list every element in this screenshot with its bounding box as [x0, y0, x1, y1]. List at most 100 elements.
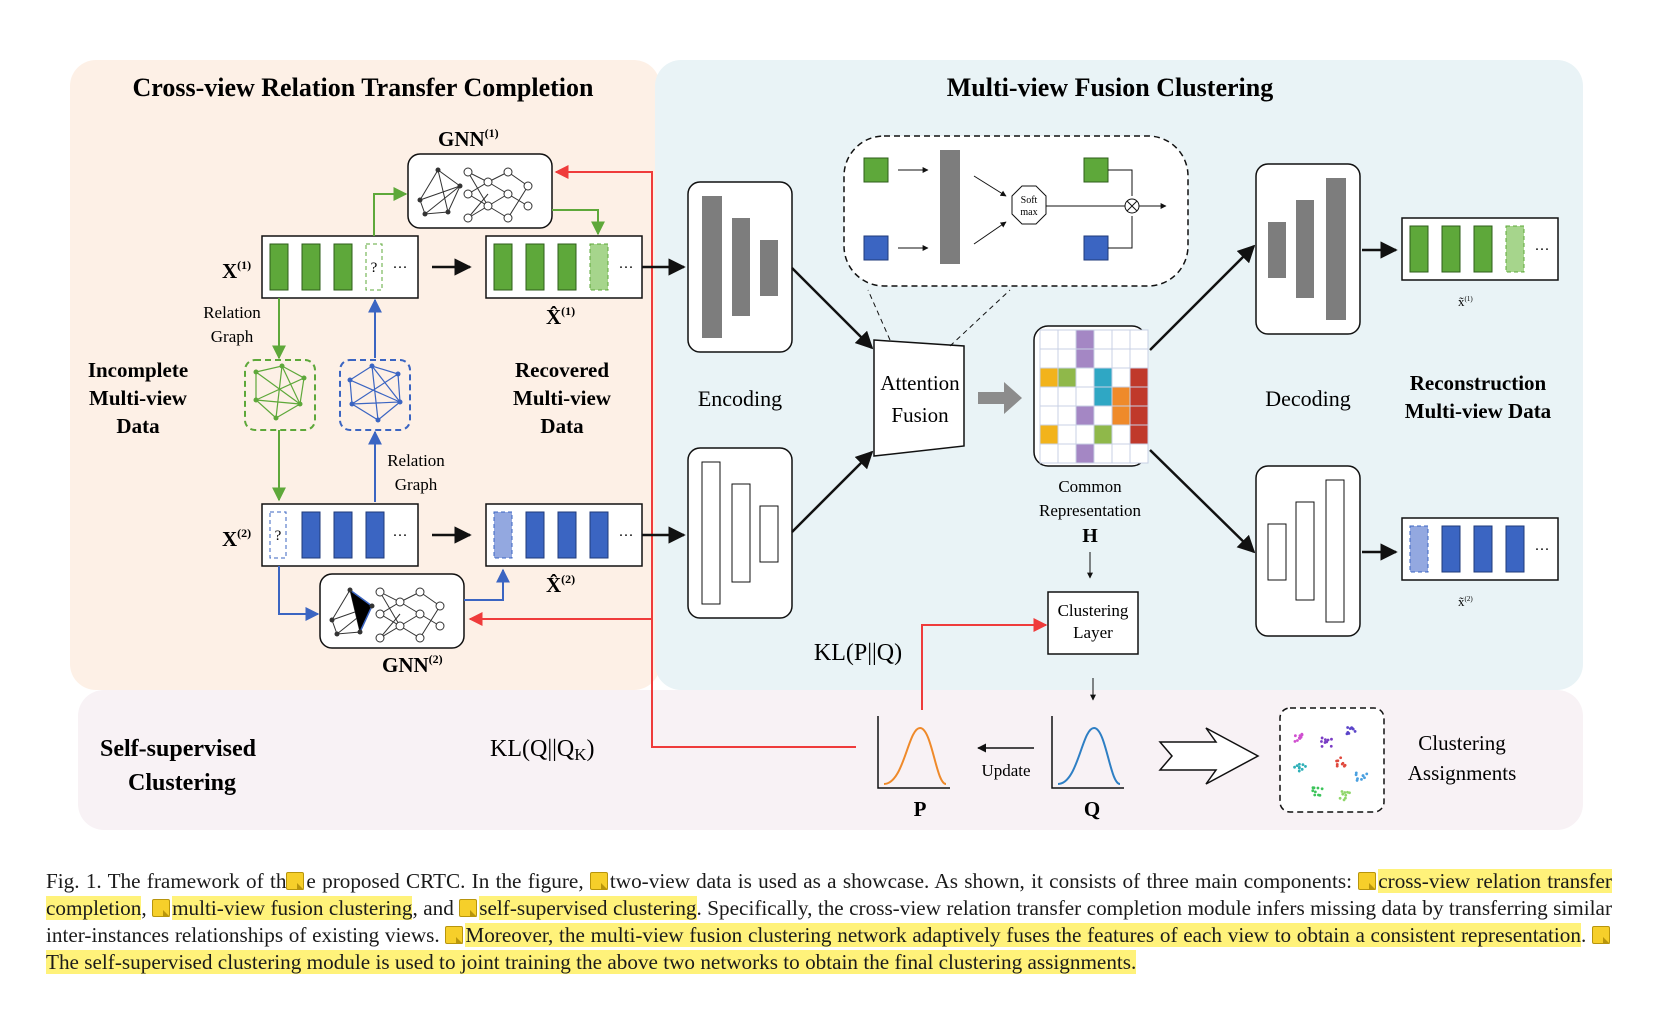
- representation-cell: [1039, 386, 1059, 407]
- representation-cell: [1129, 405, 1149, 426]
- sticky-note-icon[interactable]: [1358, 872, 1377, 890]
- representation-cell: [1039, 348, 1059, 369]
- representation-cell: [1093, 329, 1113, 350]
- scatter-point: [1330, 737, 1333, 741]
- h-to-decoder2: [1149, 449, 1256, 554]
- x2-recovered-label: X̂(2): [546, 572, 575, 597]
- x1-recovered-label: X̂(1): [546, 304, 575, 329]
- enc1-to-attention: [791, 267, 874, 350]
- gnn1-block: [407, 153, 553, 229]
- scatter-point: [1341, 792, 1345, 796]
- caption-part-3: two-view data is used as a showcase. As …: [609, 869, 1359, 893]
- caption-part-5: , and: [412, 896, 460, 920]
- update-label: Update: [981, 761, 1030, 780]
- common-representation-symbol: H: [1082, 525, 1098, 547]
- sticky-note-icon[interactable]: [1592, 926, 1610, 944]
- representation-cell: [1111, 405, 1131, 426]
- q-label: Q: [1084, 797, 1100, 821]
- representation-cell: [1093, 348, 1113, 369]
- enc2-to-attention: [791, 450, 874, 533]
- scatter-point: [1342, 798, 1346, 802]
- sticky-note-icon[interactable]: [589, 872, 608, 890]
- representation-cell: [1111, 329, 1131, 350]
- gnn1-label: GNN(1): [438, 126, 499, 151]
- representation-cell: [1129, 443, 1149, 464]
- scatter-point: [1335, 764, 1339, 768]
- sticky-note-icon[interactable]: [445, 926, 464, 944]
- scatter-point: [1360, 777, 1363, 781]
- scatter-point: [1316, 786, 1320, 790]
- representation-cell: [1129, 367, 1149, 388]
- representation-cell: [1039, 424, 1059, 445]
- sticky-note-icon[interactable]: [152, 899, 171, 917]
- p-label: P: [914, 797, 927, 821]
- scatter-point: [1340, 790, 1344, 793]
- representation-cell: [1093, 405, 1113, 426]
- x1-input-block: [261, 235, 419, 299]
- x1-recovered-ellipsis: ···: [619, 260, 634, 276]
- scatter-point: [1343, 763, 1347, 767]
- scatter-point: [1317, 793, 1320, 797]
- kl-feedback-arrows: [468, 165, 1048, 748]
- representation-cell: [1111, 386, 1131, 407]
- scatter-point: [1320, 744, 1324, 748]
- p-distribution-plot: [877, 716, 950, 789]
- highlight-moreover[interactable]: Moreover, the multi-view fusion clusteri…: [465, 923, 1581, 947]
- reconstructed-view2: [1401, 517, 1559, 581]
- scatter-point: [1293, 765, 1296, 769]
- scatter-point: [1300, 733, 1304, 737]
- representation-cell: [1129, 329, 1149, 350]
- scatter-point: [1343, 791, 1347, 794]
- representation-cell: [1129, 348, 1149, 369]
- scatter-point: [1361, 774, 1365, 778]
- representation-cell: [1057, 443, 1077, 464]
- scatter-point: [1323, 741, 1327, 744]
- scatter-point: [1298, 762, 1301, 766]
- representation-cell: [1039, 405, 1059, 426]
- representation-cell: [1057, 424, 1077, 445]
- scatter-point: [1340, 762, 1344, 766]
- reconstructed-view1-ellipsis: ···: [1535, 242, 1550, 258]
- scatter-point: [1311, 786, 1315, 790]
- scatter-point: [1293, 734, 1297, 738]
- reconstructed-view1: [1401, 217, 1559, 281]
- scatter-point: [1351, 727, 1355, 731]
- highlight-multi-view[interactable]: multi-view fusion clustering: [172, 896, 413, 920]
- highlight-self-supervised[interactable]: self-supervised clustering: [479, 896, 697, 920]
- decoder-view1: [1255, 163, 1361, 335]
- scatter-point: [1301, 763, 1305, 767]
- scatter-point: [1339, 756, 1343, 760]
- scatter-point: [1354, 771, 1358, 775]
- scatter-point: [1326, 738, 1330, 742]
- representation-cell: [1093, 386, 1113, 407]
- representation-cell: [1039, 443, 1059, 464]
- representation-cell: [1057, 367, 1077, 388]
- fusion-panel-title: Multi-view Fusion Clustering: [947, 73, 1273, 102]
- scatter-point: [1344, 793, 1348, 797]
- x1-recovered-block: [485, 235, 643, 299]
- scatter-point: [1347, 732, 1351, 735]
- sticky-note-icon[interactable]: [459, 899, 478, 917]
- scatter-point: [1295, 764, 1299, 768]
- highlight-self-supervised-module[interactable]: The self-supervised clustering module is…: [46, 950, 1137, 974]
- scatter-point: [1313, 790, 1317, 794]
- sticky-note-icon[interactable]: [286, 872, 305, 890]
- representation-cell: [1075, 348, 1095, 369]
- scatter-point: [1293, 740, 1297, 743]
- scatter-point: [1365, 772, 1369, 776]
- scatter-point: [1300, 767, 1304, 771]
- encoder-view2: [687, 447, 793, 619]
- x1-missing-mark: ?: [371, 260, 378, 276]
- encoder-view1: [687, 181, 793, 353]
- x2-recovered-ellipsis: ···: [619, 528, 634, 544]
- scatter-point: [1297, 769, 1301, 773]
- gnn2-label: GNN(2): [382, 652, 443, 677]
- scatter-point: [1329, 744, 1333, 748]
- scatter-point: [1296, 739, 1299, 742]
- x1-label: X(1): [222, 258, 251, 283]
